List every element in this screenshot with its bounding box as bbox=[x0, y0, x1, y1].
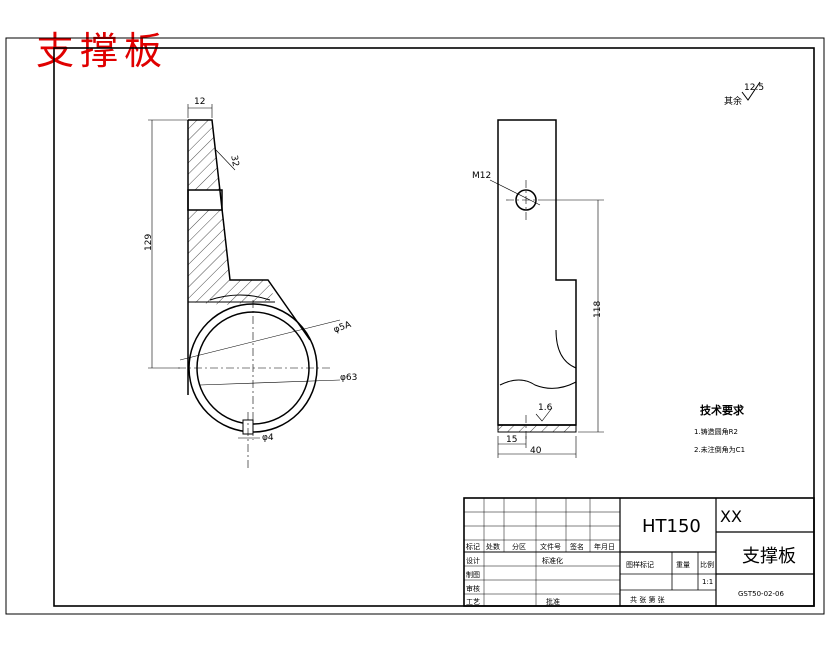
tb-ratio: 比例 bbox=[700, 560, 714, 569]
dim-height-right: 118 bbox=[593, 301, 603, 318]
tb-company: XX bbox=[720, 507, 742, 526]
inner-border bbox=[53, 47, 815, 607]
tb-label-draw: 制图 bbox=[466, 570, 480, 579]
roughness-note: 其余 12.5 bbox=[724, 81, 764, 107]
tb-sheets: 共 张 第 张 bbox=[630, 595, 665, 604]
dim-width-top: 12 bbox=[194, 97, 205, 107]
tb-h-date: 年月日 bbox=[594, 542, 615, 551]
tb-h-file: 文件号 bbox=[540, 542, 561, 551]
dim-offset: 15 bbox=[506, 435, 517, 445]
hatched-section bbox=[188, 120, 275, 305]
side-view-dimensions bbox=[489, 179, 604, 458]
requirement-item-1: 1.铸造圆角R2 bbox=[694, 427, 738, 436]
roughness-other-label: 其余 bbox=[724, 95, 742, 107]
tb-label-process: 工艺 bbox=[466, 598, 480, 606]
tb-h-zone: 分区 bbox=[512, 542, 526, 551]
dim-dia-inner: φ5A bbox=[332, 320, 353, 336]
tb-weight: 重量 bbox=[676, 561, 690, 569]
front-section-view bbox=[187, 119, 318, 435]
dim-thread: M12 bbox=[472, 171, 491, 181]
tb-scale: 1:1 bbox=[702, 578, 713, 586]
dim-hole-bottom: φ4 bbox=[262, 433, 274, 443]
requirements-heading: 技术要求 bbox=[700, 403, 745, 417]
tb-label-check: 审核 bbox=[466, 584, 480, 593]
slot bbox=[187, 189, 223, 211]
bottom-hatch bbox=[497, 424, 577, 433]
dim-dia-outer: φ63 bbox=[340, 373, 357, 383]
roughness-other-value: 12.5 bbox=[744, 83, 764, 93]
tb-part-name: 支撑板 bbox=[742, 546, 796, 567]
dim-width-right: 40 bbox=[530, 446, 542, 456]
side-view-centerlines bbox=[506, 180, 546, 440]
side-view bbox=[497, 119, 577, 433]
outer-border bbox=[5, 37, 825, 615]
tb-label-design: 设计 bbox=[466, 556, 480, 565]
requirement-item-2: 2.未注倒角为C1 bbox=[694, 445, 745, 454]
tb-drawing-no: GST50-02-06 bbox=[738, 590, 784, 598]
tb-standardize: 标准化 bbox=[542, 556, 563, 565]
dim-height-left: 129 bbox=[144, 234, 154, 251]
tb-stage-mark: 图样标记 bbox=[626, 560, 654, 569]
tb-h-sign: 签名 bbox=[570, 542, 584, 551]
tb-material: HT150 bbox=[642, 516, 701, 537]
tb-approve: 批准 bbox=[546, 597, 560, 606]
dim-roughness-bottom: 1.6 bbox=[538, 403, 553, 413]
tb-h-mark: 标记 bbox=[466, 542, 480, 551]
thread-hole bbox=[515, 189, 537, 211]
title-block bbox=[463, 497, 815, 607]
front-view-centerlines bbox=[178, 300, 330, 470]
dim-angle-slope: 32 bbox=[228, 154, 240, 167]
front-view-dimensions bbox=[148, 104, 341, 439]
tb-h-count: 处数 bbox=[486, 542, 500, 551]
